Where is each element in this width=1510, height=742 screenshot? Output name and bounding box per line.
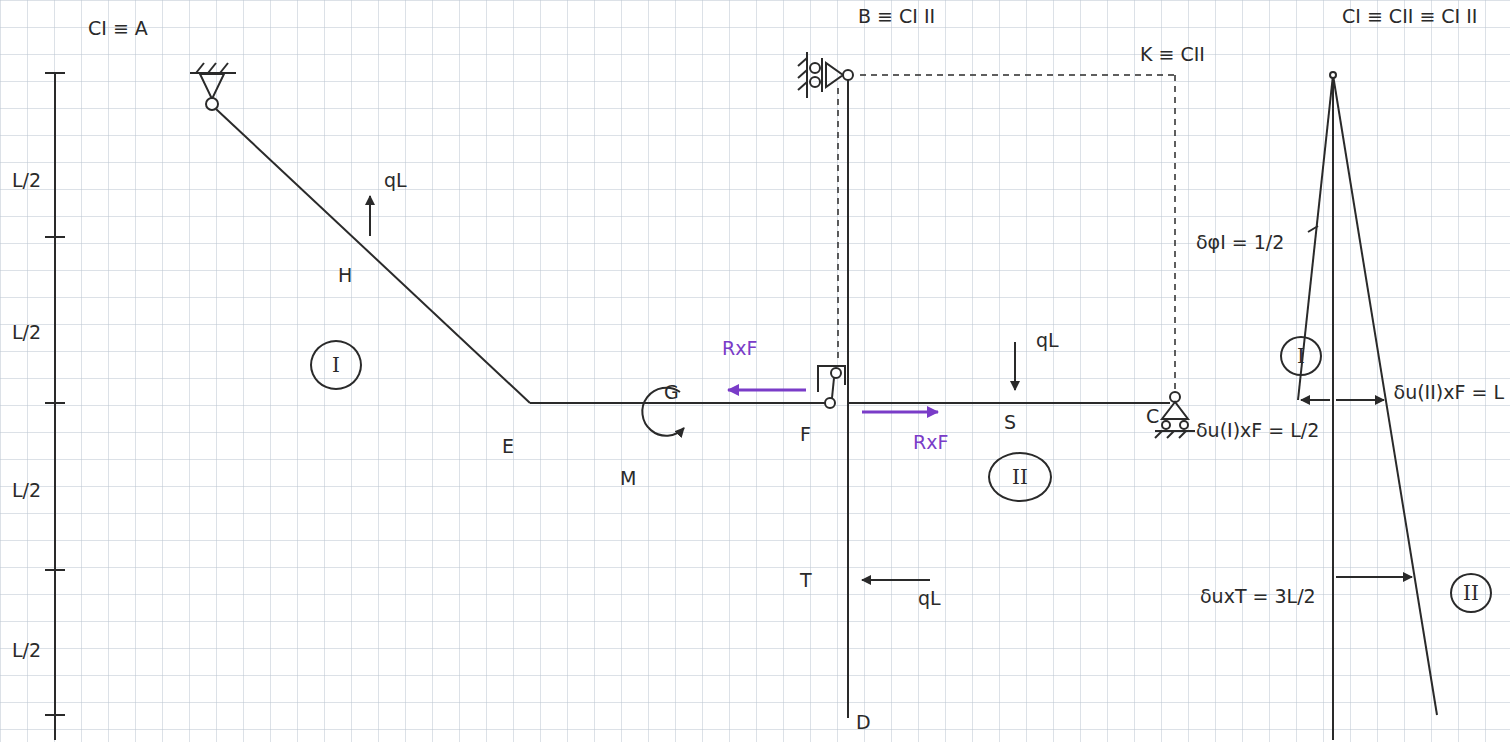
drawing-label: qL [1036,330,1059,351]
drawing-label: δu(II)xF = L [1394,382,1504,403]
part-circle: II [1450,573,1492,613]
drawing-label: S [1004,412,1016,433]
drawing-label: qL [918,588,941,609]
drawing-label: G [664,382,679,403]
drawing-label: L/2 [12,170,41,191]
drawing-label: δu(I)xF = L/2 [1196,420,1319,441]
drawing-label: L/2 [12,322,41,343]
structure [45,52,1437,740]
reaction-label: RxF [913,432,948,453]
drawing-label: CI ≡ CII ≡ CI II [1342,6,1477,27]
drawing-label: δφI = 1/2 [1196,232,1284,253]
drawing-label: M [620,468,636,489]
drawing-label: E [502,436,514,457]
part-circle: I [1280,336,1322,376]
drawing-label: δuxT = 3L/2 [1200,586,1316,607]
reaction-arrows [728,390,938,412]
drawing-label: qL [384,170,407,191]
reaction-label: RxF [722,338,757,359]
drawing-label: L/2 [12,480,41,501]
part-circle: II [988,452,1052,502]
drawing-label: K ≡ CII [1140,44,1205,65]
drawing-label: D [856,712,871,733]
load-arrows [370,196,1412,580]
part-number: II [1463,581,1479,605]
drawing-label: L/2 [12,640,41,661]
part-number: I [1297,344,1305,368]
drawing-label: F [800,424,811,445]
drawing-label: T [800,570,812,591]
part-circle: I [310,340,362,390]
part-number: II [1012,465,1028,489]
dashed-lines [838,75,1175,390]
drawing-label: H [338,265,352,286]
drawing-label: CI ≡ A [88,18,148,39]
part-number: I [332,353,340,377]
drawing-label: B ≡ CI II [858,6,935,27]
drawing-label: C [1146,406,1159,427]
